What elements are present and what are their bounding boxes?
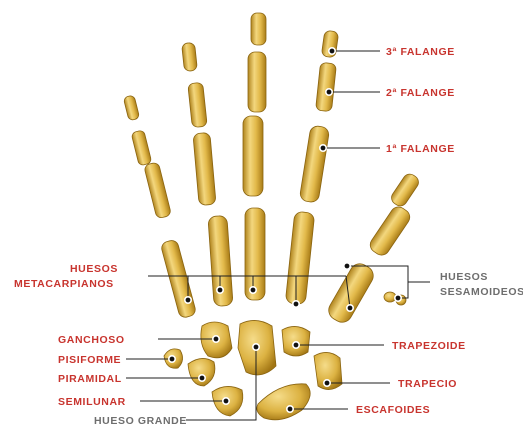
distal-phalanx-1	[389, 171, 421, 208]
metacarpal-2	[285, 211, 315, 305]
dot-metacarpal-5	[185, 297, 191, 303]
dot-hueso-grande	[253, 344, 259, 350]
dot-semilunar	[223, 398, 229, 404]
dot-metacarpal-4	[217, 287, 223, 293]
label-escafoides: ESCAFOIDES	[356, 404, 430, 416]
proximal-phalanges	[144, 116, 413, 258]
middle-phalanx-3	[248, 52, 266, 112]
dot-trapezoide	[293, 342, 299, 348]
dot-pisiforme	[169, 356, 175, 362]
label-metacarpianos-line1: HUESOS	[70, 263, 118, 275]
metacarpal-5	[160, 239, 197, 319]
label-trapezoide: TRAPEZOIDE	[392, 340, 466, 352]
label-ganchoso: GANCHOSO	[58, 334, 125, 346]
label-falange2: 2ª FALANGE	[386, 87, 455, 99]
metacarpal-1	[325, 260, 377, 326]
dot-metacarpal-2	[293, 301, 299, 307]
middle-phalanges	[131, 52, 421, 209]
label-metacarpianos-line2: METACARPIANOS	[14, 278, 114, 290]
label-hueso-grande: HUESO GRANDE	[94, 415, 187, 427]
scaphoid-bone	[257, 384, 310, 420]
label-trapecio: TRAPECIO	[398, 378, 457, 390]
label-falange1: 1ª FALANGE	[386, 143, 455, 155]
dot-piramidal	[199, 375, 205, 381]
label-sesamoideos-line1: HUESOS	[440, 271, 488, 283]
dot-falange1	[320, 145, 326, 151]
carpal-bones	[164, 320, 342, 419]
distal-phalanx-3	[251, 13, 266, 45]
dot-sesamoid-bottom	[395, 295, 401, 301]
dot-escafoides	[287, 406, 293, 412]
metacarpal-3	[245, 208, 265, 300]
proximal-phalanx-1	[367, 204, 413, 258]
middle-phalanx-4	[188, 82, 208, 127]
dot-sesamoid-top	[344, 263, 350, 269]
label-piramidal: PIRAMIDAL	[58, 373, 122, 385]
label-falange3: 3ª FALANGE	[386, 46, 455, 58]
dot-trapecio	[324, 380, 330, 386]
label-pisiforme: PISIFORME	[58, 354, 121, 366]
middle-phalanx-5	[131, 130, 152, 166]
dot-metacarpal-1	[347, 305, 353, 311]
dot-ganchoso	[213, 336, 219, 342]
distal-phalanx-4	[182, 42, 198, 71]
dot-metacarpal-3	[250, 287, 256, 293]
distal-phalanges	[123, 13, 338, 121]
label-sesamoideos-line2: SESAMOIDEOS	[440, 286, 523, 298]
proximal-phalanx-2	[299, 125, 330, 203]
proximal-phalanx-3	[243, 116, 263, 196]
middle-phalanx-2	[316, 62, 337, 111]
proximal-phalanx-4	[193, 132, 216, 205]
dot-falange2	[326, 89, 332, 95]
label-semilunar: SEMILUNAR	[58, 396, 126, 408]
proximal-phalanx-5	[144, 162, 172, 219]
distal-phalanx-5	[123, 95, 139, 121]
dot-falange3	[329, 48, 335, 54]
